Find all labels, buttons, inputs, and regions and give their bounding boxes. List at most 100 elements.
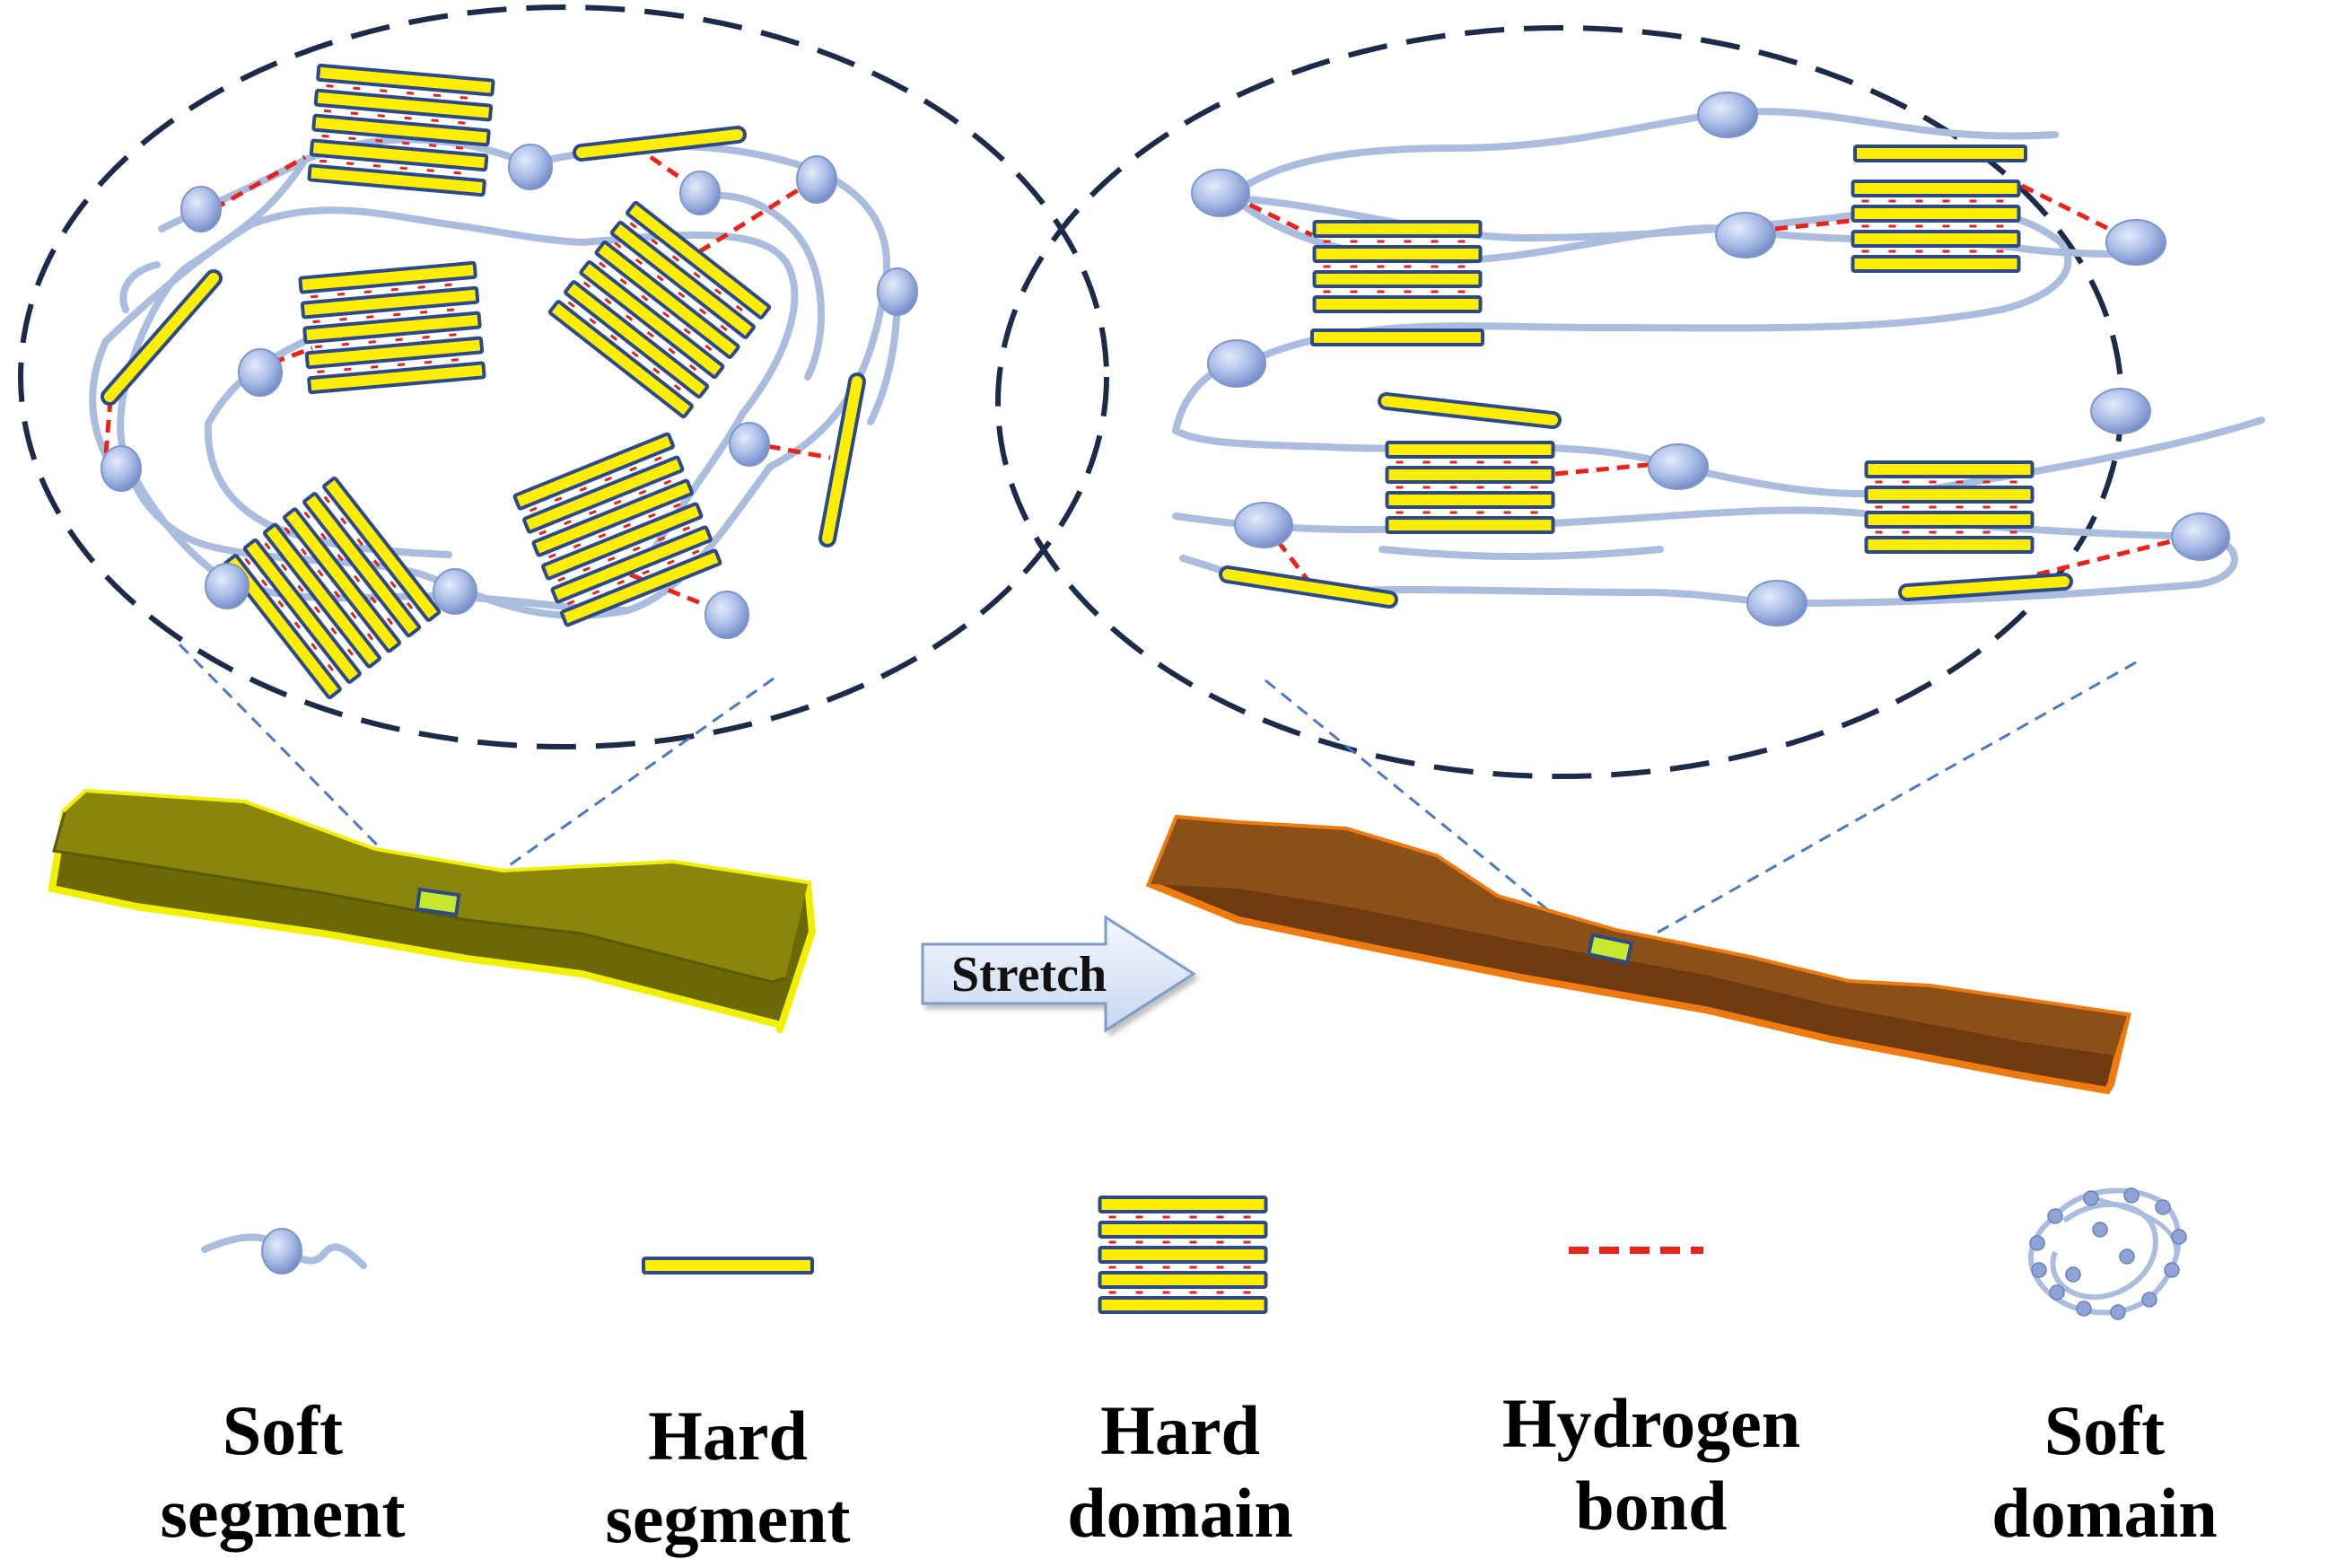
hard-segment — [1864, 460, 2035, 478]
soft-domain-bead — [2083, 1190, 2099, 1206]
soft-domain-bead — [2092, 1222, 2108, 1238]
specimen-zoom-marker — [1586, 933, 1634, 965]
legend-hard-segment-icon — [642, 1257, 814, 1275]
hard-segment — [1381, 396, 1558, 425]
hard-segment — [1851, 205, 2021, 223]
soft-domain-bead — [2110, 1304, 2126, 1320]
hard-domain-stack — [298, 260, 486, 395]
soft-segment-bead — [1715, 212, 1776, 258]
soft-domain-bead — [2049, 1284, 2065, 1301]
hard-segment — [1853, 145, 2027, 162]
hard-domain-stack — [512, 432, 722, 627]
soft-segment-bead — [101, 445, 142, 492]
hard-segment — [547, 300, 694, 419]
soft-domain-bead — [2029, 1235, 2045, 1251]
zoom-ellipse-before — [18, 4, 1109, 749]
soft-segment-bead — [705, 591, 749, 639]
hard-domain-stack — [1312, 220, 1483, 313]
hard-segment — [1385, 441, 1555, 459]
hard-segment — [283, 507, 402, 653]
soft-segment-bead — [205, 563, 249, 609]
hard-segment — [609, 220, 756, 339]
soft-domain-bead — [2141, 1292, 2157, 1308]
hard-segment — [309, 138, 489, 172]
specimen-before — [48, 788, 817, 1034]
hard-segment — [594, 240, 740, 359]
legend-label-line2: segment — [605, 1479, 851, 1557]
soft-domain-bead — [2076, 1301, 2092, 1317]
hard-domain-stack — [1864, 460, 2035, 554]
stretch-label: Stretch — [951, 947, 1107, 1003]
hard-domain-stack — [307, 63, 495, 197]
legend-soft-segment-icon — [201, 1228, 367, 1275]
hard-segment — [307, 163, 486, 197]
hard-segment — [1312, 295, 1483, 313]
hard-segments-after — [1219, 145, 2073, 609]
hard-segment — [822, 376, 862, 544]
soft-domain-bead — [2047, 1208, 2063, 1224]
hard-segments-before — [101, 126, 866, 547]
hard-domain-stacks-before — [223, 63, 772, 700]
hard-segment — [307, 361, 486, 395]
soft-segment-beads-before — [101, 144, 918, 639]
soft-segment-bead — [238, 348, 283, 397]
hard-segment — [1312, 245, 1483, 263]
chain-network-after — [1172, 108, 2265, 608]
soft-segment-bead — [679, 171, 721, 215]
hard-segment — [1098, 1221, 1268, 1239]
soft-domain-bead — [2164, 1262, 2180, 1278]
legend-label-hydrogen-bond: Hydrogen bond — [1472, 1382, 1831, 1547]
hard-segment — [304, 336, 485, 370]
hard-segment — [104, 273, 219, 402]
hard-segment — [1222, 569, 1395, 605]
hard-segment — [1864, 486, 2035, 504]
hard-segment — [316, 63, 495, 97]
hard-segment — [1312, 220, 1483, 238]
hard-segment — [1851, 230, 2021, 248]
hydrogen-bond — [244, 557, 341, 680]
soft-segment-bead — [2090, 388, 2151, 434]
hard-domain-stack — [1385, 441, 1555, 534]
soft-segment-bead — [1191, 169, 1250, 217]
hard-segment — [1098, 1196, 1268, 1213]
hard-segment — [223, 554, 342, 700]
soft-domain-bead — [2123, 1187, 2140, 1204]
hard-segment — [1851, 180, 2021, 197]
hard-segment — [1385, 466, 1555, 484]
hard-segment — [1902, 576, 2070, 598]
hard-segment — [522, 455, 685, 534]
specimen-after — [1145, 814, 2131, 1095]
hard-segment — [626, 200, 772, 320]
hard-segment — [300, 285, 480, 320]
legend-label-line1: Hard — [1100, 1391, 1260, 1469]
legend-label-line2: segment — [160, 1474, 406, 1552]
hard-segment — [1864, 511, 2035, 529]
legend-label-hard-segment: Hard segment — [580, 1395, 876, 1560]
specimen-zoom-marker — [415, 887, 461, 917]
hard-segment — [1864, 536, 2035, 554]
soft-segment-bead — [1746, 580, 1807, 626]
legend-label-line2: bond — [1575, 1467, 1728, 1545]
hard-segment — [1385, 516, 1555, 534]
legend-label-line1: Soft — [222, 1391, 344, 1469]
legend-label-line1: Hard — [648, 1397, 808, 1475]
soft-segment-beads-after — [1191, 92, 2230, 626]
legend-soft-domain-icon — [2027, 1187, 2187, 1320]
hard-domain-stack — [1851, 180, 2021, 273]
hard-segment — [262, 522, 381, 669]
hard-segment — [242, 538, 362, 684]
hard-segment — [564, 280, 710, 399]
stretch-arrow — [921, 915, 1196, 1033]
soft-segment-bead — [508, 144, 553, 190]
soft-domain-bead — [2119, 1248, 2135, 1265]
hard-domain-stacks-after — [1312, 180, 2035, 554]
legend-label-hard-domain: Hard domain — [1032, 1389, 1328, 1555]
soft-domain-bead — [2155, 1199, 2171, 1215]
legend-label-line1: Hydrogen — [1501, 1384, 1801, 1462]
hard-segment — [1312, 270, 1483, 288]
legend-label-soft-domain: Soft domain — [1956, 1389, 2253, 1555]
hard-segment — [313, 88, 494, 122]
hard-segment — [541, 502, 704, 581]
